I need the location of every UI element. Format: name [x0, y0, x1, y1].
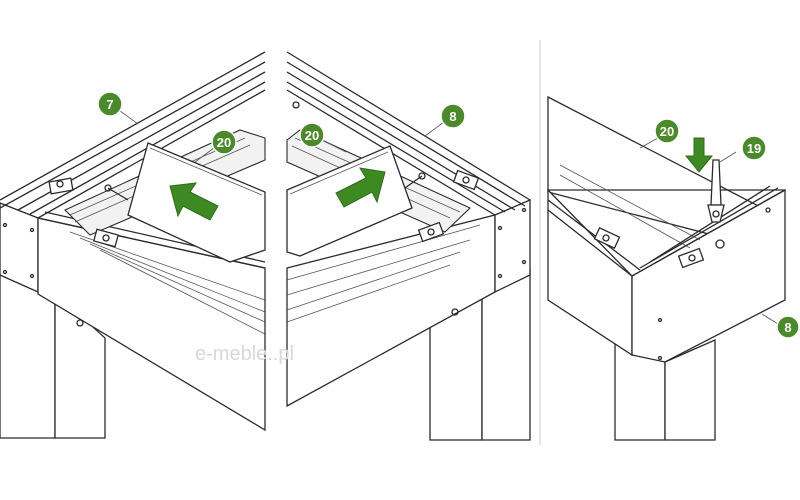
callout-badge-20-middle: 20: [299, 122, 325, 148]
svg-text:19: 19: [747, 141, 761, 156]
right-bracket-1: [593, 227, 621, 249]
svg-text:20: 20: [660, 124, 674, 139]
panel-left: [0, 51, 266, 439]
svg-text:8: 8: [449, 109, 456, 124]
left-pin: [107, 187, 129, 201]
right-bracket-2: [677, 247, 705, 269]
middle-rail-outer: [286, 51, 531, 201]
callout-badge-20-left: 20: [211, 129, 237, 155]
right-frame-side: [547, 188, 633, 357]
left-push-arrow: [169, 182, 219, 221]
svg-text:7: 7: [106, 97, 113, 112]
svg-text:8: 8: [784, 320, 791, 335]
callout-badge-20-right: 20: [654, 118, 680, 144]
left-bracket-2: [93, 228, 119, 248]
callout-badge-19: 19: [741, 135, 767, 161]
callout-badge-8-right: 8: [776, 315, 800, 339]
left-bracket-1: [48, 177, 74, 195]
right-down-arrow: [684, 137, 714, 173]
watermark-text: e-meble..pl: [195, 343, 294, 365]
middle-frame-front: [494, 199, 531, 294]
left-rail-outer: [0, 51, 266, 201]
svg-text:20: 20: [305, 128, 319, 143]
middle-push-arrow: [335, 167, 386, 208]
middle-bracket-2: [417, 221, 445, 243]
screwdriver-tool: [707, 159, 725, 223]
callout-badge-8-middle: 8: [440, 103, 466, 129]
callout-badge-7: 7: [97, 91, 123, 117]
svg-text:20: 20: [217, 135, 231, 150]
panel-right: [547, 95, 786, 441]
middle-bracket-1: [452, 169, 480, 191]
panel-middle: [286, 51, 531, 441]
right-leg-side: [664, 339, 716, 441]
